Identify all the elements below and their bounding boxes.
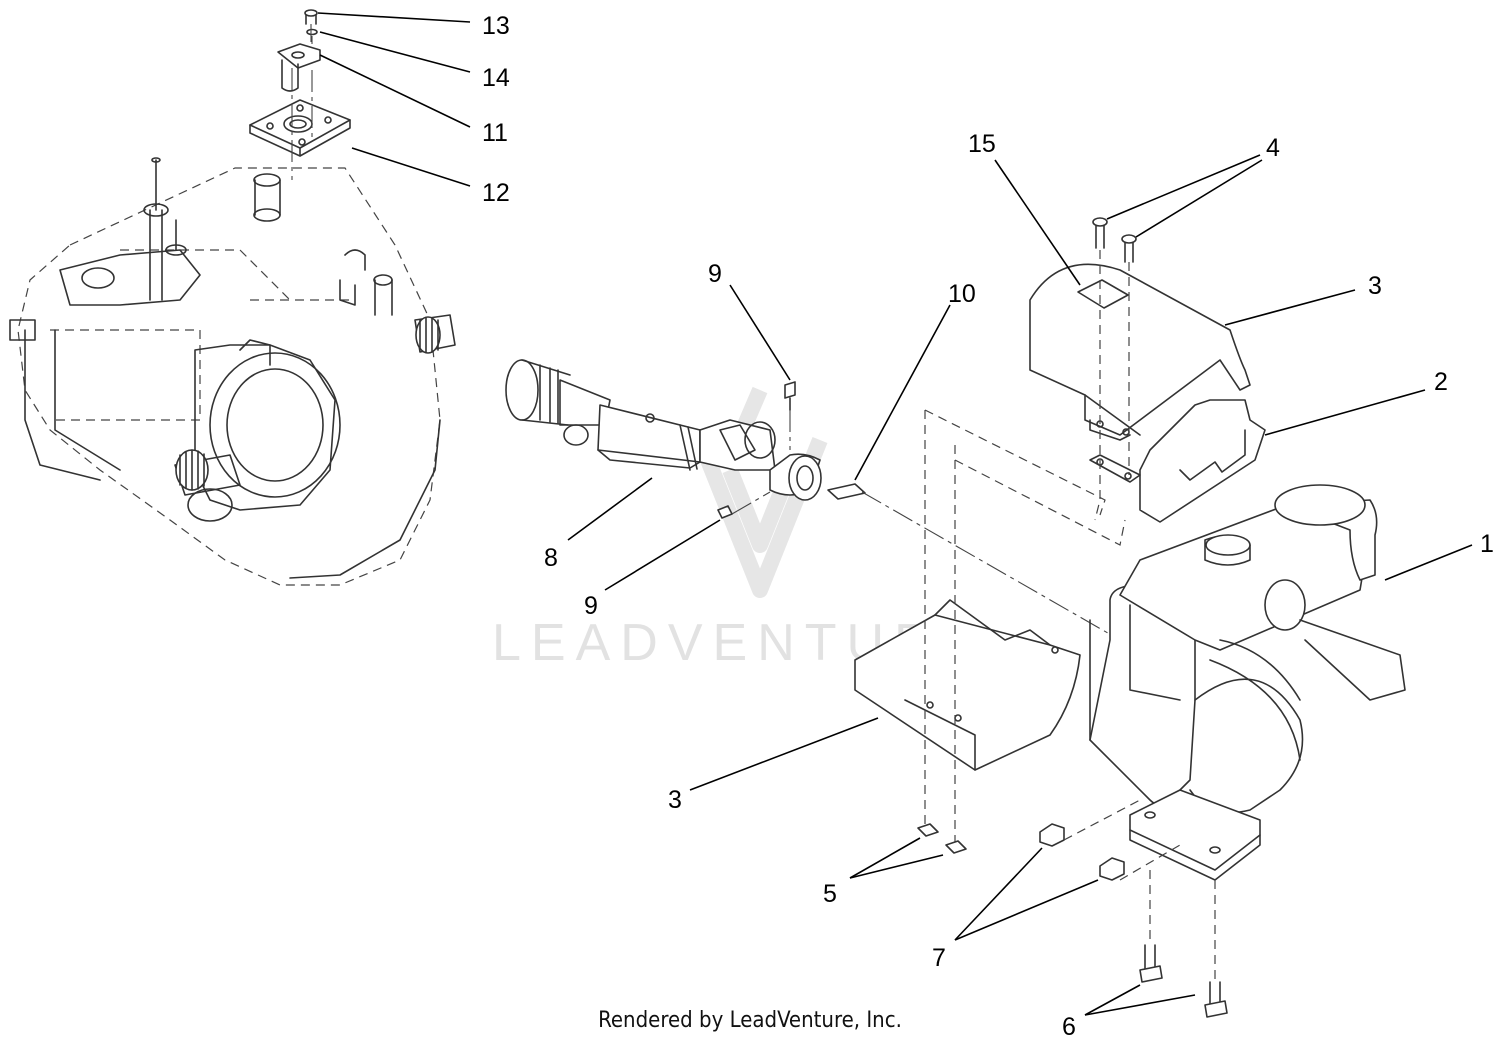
callout-9-lower: 9 [584,592,598,620]
callout-3-upper: 3 [1368,272,1382,300]
callout-4: 4 [1266,134,1280,162]
callout-14: 14 [482,64,510,92]
callout-11: 11 [482,119,508,147]
driveshaft-assembly [505,359,1121,641]
footer-credit: Rendered by LeadVenture, Inc. [598,1008,902,1033]
callout-15: 15 [968,130,996,158]
lower-shroud-assembly [854,410,1081,854]
callout-3-lower: 3 [668,786,682,814]
callout-12: 12 [482,179,510,207]
callout-13: 13 [482,12,510,40]
leader-lines [317,12,1473,1016]
callout-5: 5 [823,880,837,908]
callout-9-upper: 9 [708,260,722,288]
cover-plate-assembly [249,9,351,180]
transmission-assembly [9,157,456,586]
callout-7: 7 [932,944,946,972]
upper-shroud-assembly [924,217,1266,546]
callout-1: 1 [1480,530,1494,558]
callout-2: 2 [1434,368,1448,396]
callout-8: 8 [544,544,558,572]
gearbox-housing [1039,484,1406,1018]
callout-10: 10 [948,280,976,308]
callout-6: 6 [1062,1013,1076,1041]
callout-labels: 13 14 11 12 15 4 3 2 1 9 10 8 9 3 5 7 6 [482,12,1494,1041]
